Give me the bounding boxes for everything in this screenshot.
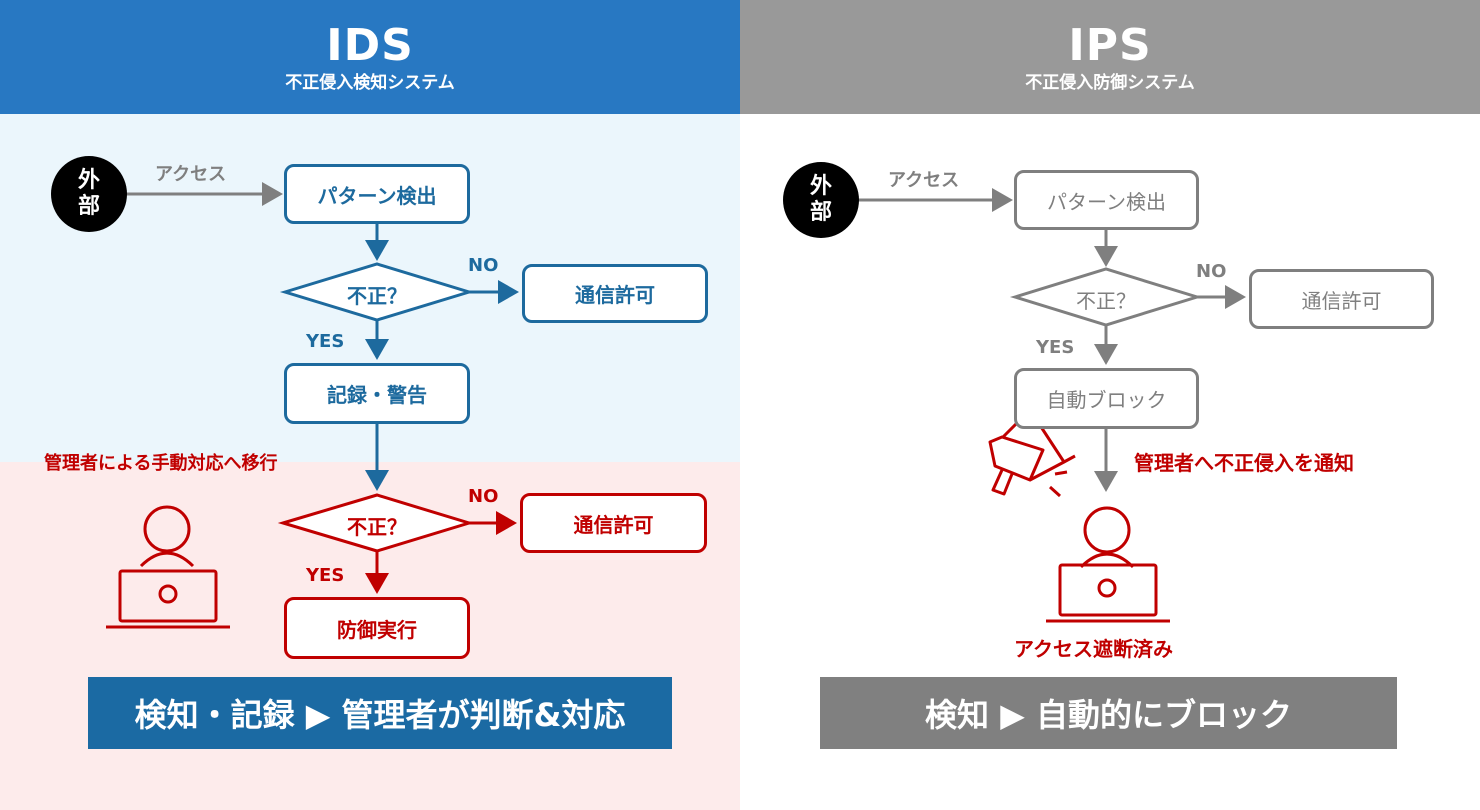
ids-header: IDS 不正侵入検知システム [0, 0, 740, 114]
ids-yes1-label: YES [306, 331, 345, 352]
ids-no1-label: NO [468, 255, 499, 276]
ips-header: IPS 不正侵入防御システム [740, 0, 1480, 114]
ids-external-char2: 部 [77, 194, 100, 219]
ips-allow-box: 通信許可 [1249, 269, 1434, 329]
ids-manual-label: 管理者による手動対応へ移行 [44, 453, 278, 474]
ips-yes-label: YES [1036, 337, 1075, 358]
ips-block-box: 自動ブロック [1014, 368, 1199, 429]
ids-allow1-box: 通信許可 [522, 264, 708, 323]
ips-pattern-box: パターン検出 [1014, 170, 1199, 230]
ips-external-char2: 部 [809, 200, 832, 225]
ips-blocked-label: アクセス遮断済み [1014, 637, 1173, 661]
ips-no-label: NO [1196, 261, 1227, 282]
ids-allow2-box: 通信許可 [520, 493, 707, 553]
ids-record-box: 記録・警告 [284, 363, 470, 424]
ids-admin-laptop-icon [106, 505, 230, 629]
ips-decision-label: 不正？ [1076, 289, 1136, 313]
ips-title: IPS [1068, 20, 1152, 71]
ips-notify-label: 管理者へ不正侵入を通知 [1134, 451, 1354, 475]
ips-summary-banner: 検知 ▶ 自動的にブロック [820, 677, 1397, 749]
ids-decision2-label: 不正？ [347, 515, 407, 539]
ids-no2-label: NO [468, 486, 499, 507]
ids-pattern-box: パターン検出 [284, 164, 470, 224]
ids-external-node: 外 部 [51, 156, 127, 232]
ips-external-node: 外 部 [783, 162, 859, 238]
ips-admin-laptop-icon [1046, 506, 1170, 623]
ids-subtitle: 不正侵入検知システム [285, 73, 455, 93]
ids-summary-banner: 検知・記録 ▶ 管理者が判断&対応 [88, 677, 672, 749]
ips-external-char1: 外 [809, 174, 832, 199]
ips-access-label: アクセス [888, 170, 960, 191]
ids-defense-box: 防御実行 [284, 597, 470, 659]
ids-yes2-label: YES [306, 565, 345, 586]
ids-access-label: アクセス [155, 164, 227, 185]
ids-title: IDS [326, 20, 414, 71]
ids-external-char1: 外 [77, 168, 100, 193]
ips-subtitle: 不正侵入防御システム [1025, 73, 1195, 93]
ids-decision1-label: 不正？ [347, 284, 407, 308]
